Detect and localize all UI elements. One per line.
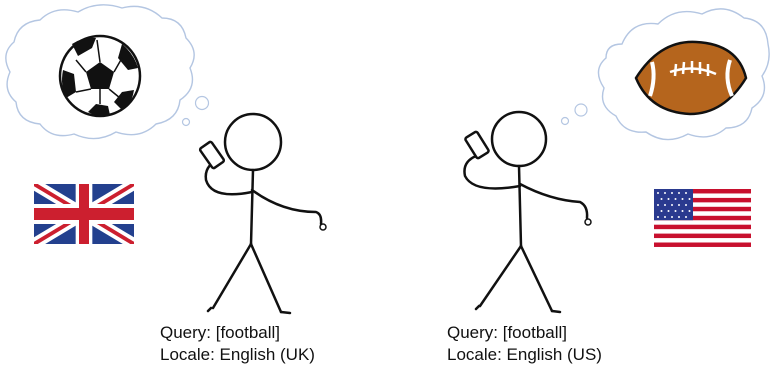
caption-us: Query: [football] Locale: English (US) [447, 322, 602, 366]
phone-icon-us [465, 131, 490, 159]
phone-icon-uk [199, 141, 224, 169]
stick-figure-us [464, 112, 591, 312]
uk-flag-icon [34, 184, 134, 244]
query-label-us: Query: [football] [447, 322, 602, 344]
locale-label-us: Locale: English (US) [447, 344, 602, 366]
locale-label-uk: Locale: English (UK) [160, 344, 315, 366]
thought-bubble-us-2 [575, 104, 587, 116]
stick-figure-uk [199, 114, 326, 313]
caption-uk: Query: [football] Locale: English (UK) [160, 322, 315, 366]
thought-bubble-us-1 [562, 118, 569, 125]
query-label-uk: Query: [football] [160, 322, 315, 344]
us-flag-icon [654, 189, 751, 247]
soccer-ball-icon [60, 36, 140, 116]
thought-bubble-uk-1 [183, 119, 190, 126]
thought-bubble-uk-2 [196, 97, 209, 110]
